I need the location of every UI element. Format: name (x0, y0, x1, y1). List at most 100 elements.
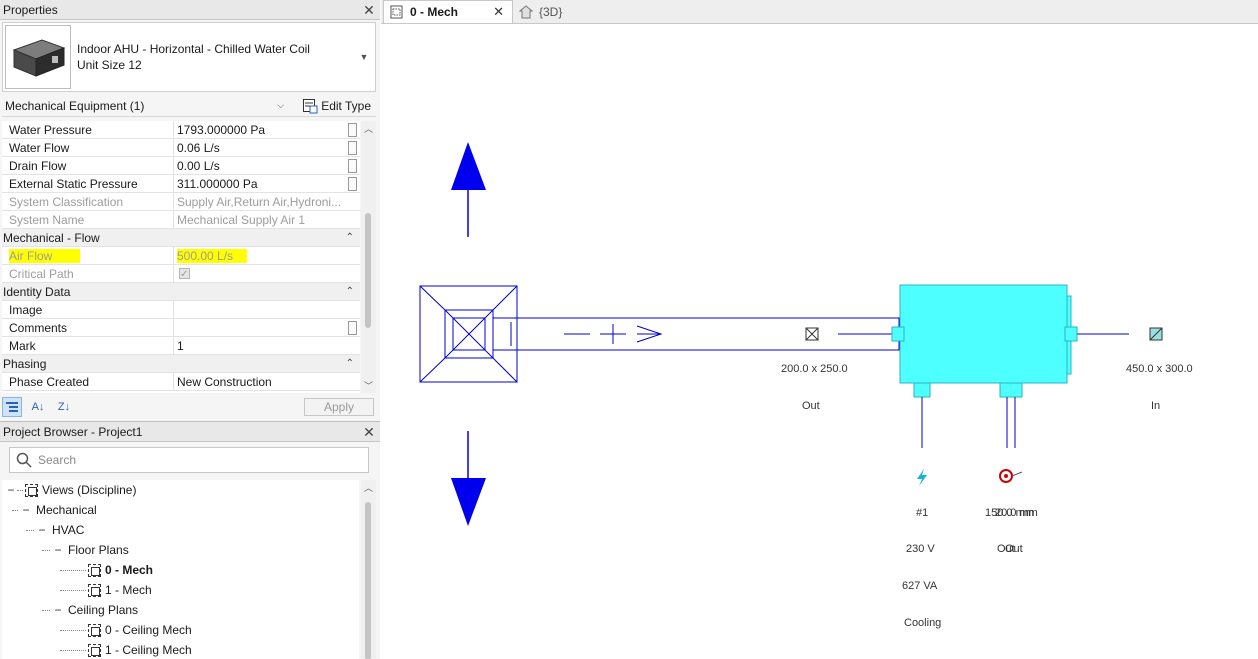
tree-item-0-mech[interactable]: 0 - Mech (2, 560, 359, 580)
scroll-up-icon[interactable]: ︿ (363, 124, 373, 134)
tab-0-mech[interactable]: 0 - Mech ✕ (383, 0, 513, 23)
collapse-toggle-icon[interactable]: − (38, 523, 46, 537)
external-static-pressure-value[interactable]: 311.000000 Pa (174, 175, 360, 192)
prop-name: Comments (2, 319, 174, 336)
group-mechanical-flow[interactable]: Mechanical - Flow ⌃ (2, 229, 360, 247)
duct-connector-in-icon[interactable] (1149, 327, 1163, 341)
critical-path-value (174, 265, 360, 282)
electrical-connector-icon[interactable] (917, 469, 927, 486)
sort-descending-icon[interactable]: Z↓ (57, 401, 71, 413)
ahu-thumbnail-icon (5, 25, 71, 89)
group-identity-data[interactable]: Identity Data ⌃ (2, 283, 360, 301)
formula-button[interactable] (348, 321, 357, 335)
water-flow-value[interactable]: 0.06 L/s (174, 139, 360, 156)
scroll-down-icon[interactable]: ﹀ (363, 381, 373, 391)
prop-row-system-classification: System Classification Supply Air,Return … (2, 193, 360, 211)
tree-item-1-mech[interactable]: 1 - Mech (2, 580, 359, 600)
collapse-toggle-icon[interactable]: − (54, 603, 62, 617)
air-flow-name: Air Flow (9, 249, 81, 263)
prop-row-air-flow: Air Flow 500.00 L/s (2, 247, 360, 265)
type-selector[interactable]: Indoor AHU - Horizontal - Chilled Water … (2, 22, 376, 92)
tree-label: Ceiling Plans (68, 603, 139, 617)
collapse-toggle-icon[interactable]: − (7, 483, 15, 497)
scroll-up-icon[interactable]: ︿ (363, 483, 373, 493)
scroll-thumb[interactable] (365, 502, 371, 659)
instance-filter: Mechanical Equipment (1) ⌵ Edit Type (2, 95, 376, 117)
formula-button[interactable] (348, 159, 357, 173)
prop-name: External Static Pressure (2, 175, 174, 192)
mark-value[interactable]: 1 (177, 339, 184, 353)
apply-button[interactable]: Apply (304, 398, 374, 416)
prop-value-text: 0.00 L/s (177, 159, 220, 173)
image-value[interactable] (174, 301, 360, 318)
properties-close-icon[interactable]: ✕ (363, 1, 375, 18)
project-browser-title: Project Browser - Project1 (3, 424, 143, 439)
prop-row-external-static-pressure: External Static Pressure 311.000000 Pa (2, 175, 360, 193)
supply-duct[interactable] (492, 317, 900, 351)
duct-connector-out-icon[interactable] (805, 327, 819, 341)
drawing-canvas[interactable]: 200.0 x 250.0 Out 450.0 x 300.0 In #1 23… (381, 24, 1258, 659)
properties-scrollbar[interactable]: ︿ ﹀ (361, 121, 376, 393)
comments-value[interactable] (174, 319, 360, 336)
cooling-label: Cooling (904, 617, 942, 629)
type-dropdown-icon[interactable]: ▼ (359, 52, 369, 62)
phase-created-value[interactable]: New Construction (177, 375, 272, 389)
sort-ascending-icon[interactable]: A↓ (31, 401, 45, 413)
prop-name: Air Flow (2, 247, 174, 264)
tree-item-ceiling-plans[interactable]: − Ceiling Plans (2, 600, 359, 620)
formula-button[interactable] (348, 141, 357, 155)
prop-row-phase-created: Phase Created New Construction (2, 373, 360, 391)
system-classification-value: Supply Air,Return Air,Hydroni... (177, 195, 342, 209)
prop-name: Water Pressure (2, 121, 174, 138)
instance-filter-select[interactable]: Mechanical Equipment (1) (5, 98, 145, 113)
prop-name: Water Flow (2, 139, 174, 156)
prop-name: System Classification (2, 193, 174, 210)
tree-item-0-ceiling-mech[interactable]: 0 - Ceiling Mech (2, 620, 359, 640)
tree-item-hvac[interactable]: − HVAC (2, 520, 359, 540)
collapse-toggle-icon[interactable]: − (22, 503, 30, 517)
collapse-chevron-icon[interactable]: ⌃ (345, 286, 354, 297)
pipe-out-overlap-label: Out (1005, 543, 1023, 555)
pipe-size-label: 150.0 mm (985, 507, 1034, 519)
edit-type-button[interactable]: Edit Type (297, 96, 376, 116)
ahu-equipment[interactable] (891, 284, 1078, 398)
duct-in-label: In (1151, 400, 1161, 412)
air-terminal-diffuser[interactable] (419, 285, 518, 383)
type-family-label: Indoor AHU - Horizontal - Chilled Water … (77, 42, 310, 56)
view-tab-bar: 0 - Mech ✕ {3D} (381, 0, 1258, 24)
chevron-down-icon[interactable]: ⌵ (277, 100, 285, 110)
close-tab-icon[interactable]: ✕ (493, 4, 504, 19)
properties-toolbar: A↓ Z↓ Apply (2, 396, 376, 418)
collapse-chevron-icon[interactable]: ⌃ (345, 358, 354, 369)
water-pressure-value[interactable]: 1793.000000 Pa (174, 121, 360, 138)
drain-flow-value[interactable]: 0.00 L/s (174, 157, 360, 174)
collapse-chevron-icon[interactable]: ⌃ (345, 232, 354, 243)
group-phasing[interactable]: Phasing ⌃ (2, 355, 360, 373)
scroll-thumb[interactable] (365, 213, 371, 328)
edit-type-icon (303, 98, 318, 113)
tree-item-mechanical[interactable]: − Mechanical (2, 500, 359, 520)
formula-button[interactable] (348, 123, 357, 137)
duct-out-label: Out (802, 400, 820, 412)
prop-row-drain-flow: Drain Flow 0.00 L/s (2, 157, 360, 175)
air-flow-value-text: 500.00 L/s (177, 249, 248, 263)
browser-scrollbar[interactable]: ︿ (361, 480, 376, 659)
tree-label: Views (Discipline) (42, 483, 137, 497)
search-placeholder: Search (38, 453, 77, 467)
group-label: Phasing (3, 356, 47, 371)
formula-button[interactable] (348, 177, 357, 191)
up-arrow-icon[interactable] (451, 142, 486, 237)
sort-categorized-icon[interactable] (2, 397, 22, 417)
down-arrow-icon[interactable] (451, 431, 486, 526)
pipe-connector-icon[interactable] (999, 469, 1023, 483)
tree-item-views[interactable]: − Views (Discipline) (2, 480, 359, 500)
collapse-toggle-icon[interactable]: − (54, 543, 62, 557)
tab-label: 0 - Mech (410, 5, 459, 19)
project-browser-close-icon[interactable]: ✕ (363, 423, 375, 440)
tree-label: HVAC (52, 523, 85, 537)
tab-3d[interactable]: {3D} (513, 0, 570, 23)
tree-item-floor-plans[interactable]: − Floor Plans (2, 540, 359, 560)
prop-row-water-pressure: Water Pressure 1793.000000 Pa (2, 121, 360, 139)
tree-item-1-ceiling-mech[interactable]: 1 - Ceiling Mech (2, 640, 359, 659)
browser-search-input[interactable]: Search (9, 447, 369, 473)
